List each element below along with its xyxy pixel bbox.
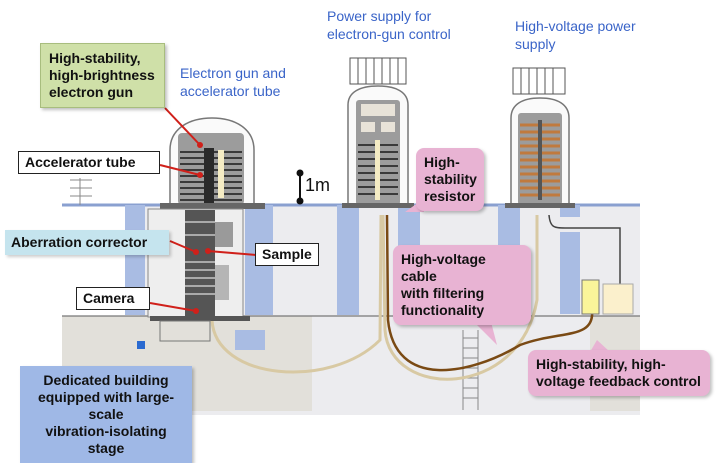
feedback-unit bbox=[581, 279, 600, 315]
pointer-camera bbox=[149, 302, 197, 312]
feedback-callout-tail bbox=[590, 340, 610, 352]
wall bbox=[560, 232, 580, 314]
label-dedicated-building: Dedicated building equipped with large-s… bbox=[20, 366, 192, 463]
label-electron-gun: High-stability, high-brightness electron… bbox=[40, 43, 165, 108]
scale-bar-label: 1m bbox=[305, 175, 331, 195]
pointer-accelerator-tube bbox=[159, 164, 201, 176]
label-high-stability-resistor: High- stability resistor bbox=[416, 148, 484, 211]
pit-wall bbox=[235, 330, 265, 350]
pointer-aberration-corrector bbox=[169, 240, 197, 253]
title-hv-power-supply: High-voltage power supply bbox=[515, 18, 636, 52]
pointer-dots bbox=[193, 142, 211, 314]
gun-control-power-supply bbox=[342, 57, 414, 208]
pointer-lines bbox=[149, 107, 257, 312]
cables bbox=[210, 214, 621, 381]
label-aberration-corrector: Aberration corrector bbox=[5, 230, 169, 255]
feedback-cable bbox=[385, 214, 594, 372]
microscope-column bbox=[137, 208, 250, 349]
wall bbox=[337, 205, 359, 315]
title-electron-gun: Electron gun and accelerator tube bbox=[180, 65, 286, 99]
feedback-unit-2 bbox=[602, 283, 634, 315]
stair-rail bbox=[70, 178, 92, 205]
label-accelerator-tube: Accelerator tube bbox=[18, 151, 160, 174]
hv-cable-left bbox=[210, 214, 383, 374]
camera-connector bbox=[137, 341, 145, 349]
title-gun-control-power-supply: Power supply for electron-gun control bbox=[327, 8, 451, 42]
scale-bar bbox=[296, 169, 304, 205]
pointer-electron-gun bbox=[164, 107, 201, 146]
ladder bbox=[462, 330, 479, 410]
hv-cable-main bbox=[381, 214, 539, 381]
label-camera: Camera bbox=[76, 287, 150, 310]
pointer-sample bbox=[207, 250, 257, 256]
label-sample: Sample bbox=[255, 243, 319, 266]
hv-power-supply bbox=[505, 67, 575, 208]
label-feedback-control: High-stability, high- voltage feedback c… bbox=[528, 350, 710, 396]
control-line bbox=[548, 214, 621, 285]
label-hv-cable: High-voltage cable with filtering functi… bbox=[393, 245, 531, 325]
electron-gun-tank bbox=[160, 117, 265, 209]
